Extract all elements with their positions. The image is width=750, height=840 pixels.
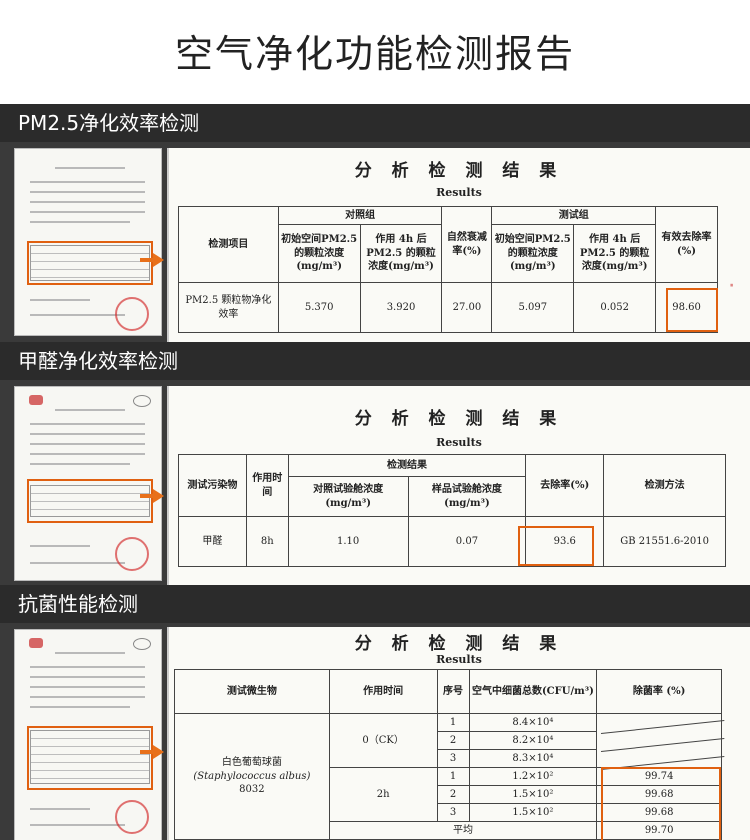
header-control-after: 作用 4h 后PM2.5 的颗粒浓度(mg/m³) bbox=[359, 224, 443, 283]
cell-control-after: 3.920 bbox=[359, 282, 443, 333]
cell-duration: 8h bbox=[245, 516, 289, 567]
cell-test-initial: 5.097 bbox=[491, 282, 575, 333]
cell-count: 1.2×10² bbox=[468, 767, 598, 786]
cell-average-label: 平均 bbox=[328, 821, 598, 840]
section-pm25: 分 析 检 测 结 果 Results 检测项目 对照组 自然衰减率(%) 测试… bbox=[0, 142, 750, 342]
cell-count: 8.4×10⁴ bbox=[468, 713, 598, 732]
report-title: 分 析 检 测 结 果 bbox=[354, 161, 564, 181]
report-subtitle: Results bbox=[436, 653, 482, 666]
cell-natural-decay: 27.00 bbox=[441, 282, 493, 333]
report-subtitle: Results bbox=[436, 186, 482, 199]
header-test-after: 作用 4h 后PM2.5 的颗粒浓度(mg/m³) bbox=[573, 224, 657, 283]
cell-seq: 1 bbox=[436, 713, 470, 732]
section-band-antibacterial: 抗菌性能检测 bbox=[0, 585, 750, 623]
report-subtitle: Results bbox=[436, 436, 482, 449]
stamp-mark: · bbox=[729, 278, 735, 294]
header-test-group: 测试组 bbox=[491, 206, 657, 225]
cell-seq: 2 bbox=[436, 785, 470, 804]
cell-count: 8.3×10⁴ bbox=[468, 749, 598, 768]
cell-pollutant: 甲醛 bbox=[178, 516, 247, 567]
header-rate: 除菌率 (%) bbox=[596, 669, 722, 714]
header-result: 检测结果 bbox=[287, 454, 527, 477]
report-results-antibacterial: 分 析 检 测 结 果 Results 测试微生物 作用时间 序号 空气中细菌总… bbox=[167, 627, 750, 840]
report-results-pm25: 分 析 检 测 结 果 Results 检测项目 对照组 自然衰减率(%) 测试… bbox=[167, 148, 750, 342]
cell-group-ck: 0（CK） bbox=[328, 713, 438, 768]
cell-count: 8.2×10⁴ bbox=[468, 731, 598, 750]
highlight-box bbox=[601, 767, 721, 840]
organism-name: 白色葡萄球菌 bbox=[221, 757, 282, 769]
header-duration: 作用时间 bbox=[328, 669, 438, 714]
report-thumbnail-antibacterial[interactable] bbox=[14, 629, 162, 840]
report-title: 分 析 检 测 结 果 bbox=[354, 409, 564, 429]
results-table-antibacterial: 测试微生物 作用时间 序号 空气中细菌总数(CFU/m³) 除菌率 (%) 白色… bbox=[174, 669, 722, 840]
cell-seq: 1 bbox=[436, 767, 470, 786]
section-band-pm25: PM2.5净化效率检测 bbox=[0, 104, 750, 142]
header-seq: 序号 bbox=[436, 669, 470, 714]
header-item: 检测项目 bbox=[178, 206, 279, 283]
header-duration: 作用时间 bbox=[245, 454, 289, 517]
section-band-formaldehyde: 甲醛净化效率检测 bbox=[0, 342, 750, 380]
cell-effective-rate: 98.60 bbox=[655, 282, 718, 333]
cell-method: GB 21551.6-2010 bbox=[603, 516, 726, 567]
section-formaldehyde: 分 析 检 测 结 果 Results 测试污染物 作用时间 检测结果 去除率(… bbox=[0, 380, 750, 585]
header-control-group: 对照组 bbox=[277, 206, 443, 225]
header-organism: 测试微生物 bbox=[174, 669, 330, 714]
report-title: 分 析 检 测 结 果 bbox=[354, 634, 564, 654]
highlight-box bbox=[518, 526, 594, 566]
cell-seq: 3 bbox=[436, 749, 470, 768]
organism-latin: (Staphylococcus albus) bbox=[193, 770, 311, 782]
results-table-formaldehyde: 测试污染物 作用时间 检测结果 去除率(%) 检测方法 对照试验舱浓度(mg/m… bbox=[178, 454, 726, 567]
thumb-highlight-box bbox=[27, 241, 153, 285]
page-title: 空气净化功能检测报告 bbox=[174, 31, 575, 76]
report-results-formaldehyde: 分 析 检 测 结 果 Results 测试污染物 作用时间 检测结果 去除率(… bbox=[167, 386, 750, 585]
header-control-initial: 初始空间PM2.5的颗粒浓度(mg/m³) bbox=[277, 224, 361, 283]
cell-sample: 0.07 bbox=[407, 516, 527, 567]
section-antibacterial: 分 析 检 测 结 果 Results 测试微生物 作用时间 序号 空气中细菌总… bbox=[0, 623, 750, 840]
arrow-right-icon bbox=[140, 253, 164, 267]
header-sample: 样品试验舱浓度(mg/m³) bbox=[407, 476, 527, 517]
arrow-right-icon bbox=[140, 489, 164, 503]
cell-item: PM2.5 颗粒物净化效率 bbox=[178, 282, 279, 333]
thumb-highlight-box bbox=[27, 726, 153, 790]
header-count: 空气中细菌总数(CFU/m³) bbox=[468, 669, 598, 714]
header-removal: 去除率(%) bbox=[525, 454, 605, 517]
highlight-box bbox=[666, 288, 718, 332]
report-thumbnail-formaldehyde[interactable] bbox=[14, 386, 162, 581]
cell-seq: 3 bbox=[436, 803, 470, 822]
cell-count: 1.5×10² bbox=[468, 803, 598, 822]
organism-code: 8032 bbox=[239, 784, 265, 796]
header-effective-rate: 有效去除率(%) bbox=[655, 206, 718, 283]
cell-count: 1.5×10² bbox=[468, 785, 598, 804]
report-thumbnail-pm25[interactable] bbox=[14, 148, 162, 336]
header-natural-decay: 自然衰减率(%) bbox=[441, 206, 493, 283]
cell-seq: 2 bbox=[436, 731, 470, 750]
cell-organism: 白色葡萄球菌 (Staphylococcus albus) 8032 bbox=[174, 713, 330, 840]
cell-average-rate: 99.70 bbox=[596, 821, 722, 840]
results-table-pm25: 检测项目 对照组 自然衰减率(%) 测试组 有效去除率(%) 初始空间PM2.5… bbox=[178, 206, 718, 333]
cell-group-2h: 2h bbox=[328, 767, 438, 822]
header-pollutant: 测试污染物 bbox=[178, 454, 247, 517]
cell-test-after: 0.052 bbox=[573, 282, 657, 333]
thumb-highlight-box bbox=[27, 479, 153, 523]
arrow-right-icon bbox=[140, 745, 164, 759]
header-control: 对照试验舱浓度(mg/m³) bbox=[287, 476, 409, 517]
header-test-initial: 初始空间PM2.5 的颗粒浓度(mg/m³) bbox=[491, 224, 575, 283]
cell-control-initial: 5.370 bbox=[277, 282, 361, 333]
cell-control: 1.10 bbox=[287, 516, 409, 567]
header-method: 检测方法 bbox=[603, 454, 726, 517]
